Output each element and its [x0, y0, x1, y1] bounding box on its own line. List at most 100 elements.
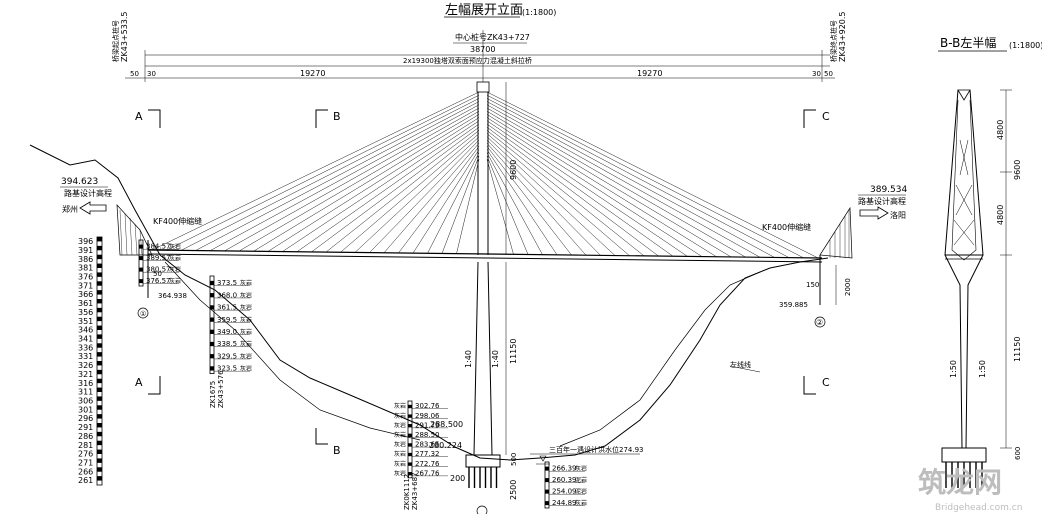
stay-cable-left: [427, 152, 480, 254]
elevation-scale: 3963913863813763713663613563513463413363…: [78, 236, 103, 486]
stay-cable-left: [166, 94, 480, 251]
right-abut-number: ②: [816, 318, 823, 327]
borehole-rock: 灰岩: [169, 243, 181, 251]
scale-band: [97, 245, 102, 251]
borehole-layer: [545, 489, 549, 494]
borehole-elev: 302.76: [415, 402, 440, 410]
borehole-layer: [210, 317, 214, 322]
left-city: 郑州: [62, 204, 78, 214]
borehole-elev: 298.06: [415, 412, 440, 420]
borehole-layer: [139, 267, 143, 272]
stay-cable-right: [486, 149, 558, 255]
section-b-top-mark: [315, 109, 328, 128]
section-b-bottom-mark: [315, 428, 328, 445]
stay-cable-right: [486, 107, 746, 258]
scale-tick-label: 301: [78, 405, 93, 414]
borehole-layer: [545, 466, 549, 471]
borehole-elev: 291.79: [415, 421, 440, 429]
left-embankment: [116, 204, 153, 256]
scale-tick-label: 381: [78, 264, 93, 273]
borehole-layer: [408, 424, 412, 428]
scale-tick-label: 276: [78, 450, 93, 459]
scale-tick-label: 331: [78, 352, 93, 361]
borehole-layer: [408, 472, 412, 476]
scale-band: [97, 431, 102, 437]
scale-band: [97, 343, 102, 348]
stay-cable-left: [456, 159, 480, 254]
joint-right: KF400伸缩缝: [762, 222, 811, 232]
borehole-rock: 泥岩: [575, 476, 587, 484]
borehole-elev: 254.09: [552, 488, 577, 496]
borehole-elev: 359.5: [217, 316, 237, 324]
side-scale: (1:1800): [1009, 41, 1042, 50]
right-station-label: 桥梁终点桩号: [829, 20, 838, 62]
scale-band: [97, 254, 102, 260]
borehole-layer: [210, 280, 214, 286]
stay-cable-left: [441, 155, 480, 254]
stay-cable-right: [486, 101, 775, 258]
left-direction-arrow-icon: [79, 201, 107, 215]
scale-tick-label: 341: [78, 335, 93, 344]
borehole-elev: 349.0: [217, 328, 237, 336]
left-station-label: 桥梁起点桩号: [111, 20, 120, 62]
borehole-center-id: ZK0K1112: [403, 474, 411, 510]
section-c-top: C: [822, 110, 830, 123]
scale-tick-label: 376: [78, 273, 93, 282]
scale-tick-label: 391: [78, 246, 93, 255]
pylon: [465, 81, 501, 488]
borehole-elev: 376.57: [146, 277, 171, 285]
stay-cable-right: [486, 133, 630, 256]
right-direction-arrow-icon: [859, 206, 889, 220]
scale-band: [97, 467, 102, 472]
borehole-layer: [210, 293, 214, 298]
side-dim-4800b: 4800: [996, 205, 1005, 225]
stay-cable-right: [486, 139, 601, 256]
stay-cable-right: [486, 159, 514, 255]
right-embankment-hatch: [829, 210, 850, 258]
slope-1-40-left: 1:40: [464, 350, 473, 368]
borehole-rock: 灰岩: [575, 465, 587, 473]
borehole-elev: 260.39: [552, 476, 577, 484]
scale-band: [97, 396, 102, 401]
stay-cable-right: [486, 130, 645, 257]
span-left: 19270: [300, 69, 325, 78]
scale-tick-label: 371: [78, 281, 93, 290]
borehole-layer: [408, 414, 412, 418]
scale-band: [97, 325, 102, 330]
side-slope-b: 1:50: [978, 360, 987, 378]
scale-tick-label: 271: [78, 459, 93, 468]
side-slope-a: 1:50: [949, 360, 958, 378]
borehole-elev: 380.57: [146, 266, 171, 274]
scale-tick-label: 366: [78, 290, 93, 299]
left-elev: 394.623: [61, 177, 98, 187]
left-embankment-hatch: [119, 209, 143, 256]
stay-cable-right: [486, 91, 819, 259]
borehole-elev: 267.76: [415, 469, 440, 477]
stay-cable-left: [180, 98, 480, 251]
pier-height: 11150: [509, 339, 518, 364]
stay-cable-left: [195, 101, 480, 251]
borehole-rock: 灰岩: [394, 402, 406, 410]
section-b-bottom: B: [333, 444, 341, 457]
borehole-rock: 泥岩: [575, 488, 587, 496]
borehole-elev: 368.0: [217, 291, 237, 299]
stay-cable-left: [238, 111, 480, 252]
scale-band: [97, 476, 102, 481]
borehole-rock: 灰岩: [394, 469, 406, 477]
scale-tick-label: 356: [78, 308, 93, 317]
borehole-rock: 灰岩: [240, 316, 252, 324]
borehole-layer: [545, 478, 549, 483]
ground-line: [29, 144, 829, 461]
scale-band: [97, 307, 102, 313]
borehole-rock: 灰岩: [240, 304, 252, 312]
scale-tick-label: 266: [78, 467, 93, 476]
side-dim-9600: 9600: [1013, 160, 1022, 180]
stay-cable-right: [486, 104, 761, 258]
right-elev: 389.534: [870, 185, 907, 195]
scale-band: [97, 449, 102, 454]
stay-cable-right: [486, 123, 674, 257]
span-right: 19270: [637, 69, 662, 78]
borehole-left-id: ZK1675: [209, 381, 217, 408]
borehole-rock: 灰岩: [394, 412, 406, 420]
borehole-layer: [545, 501, 549, 506]
